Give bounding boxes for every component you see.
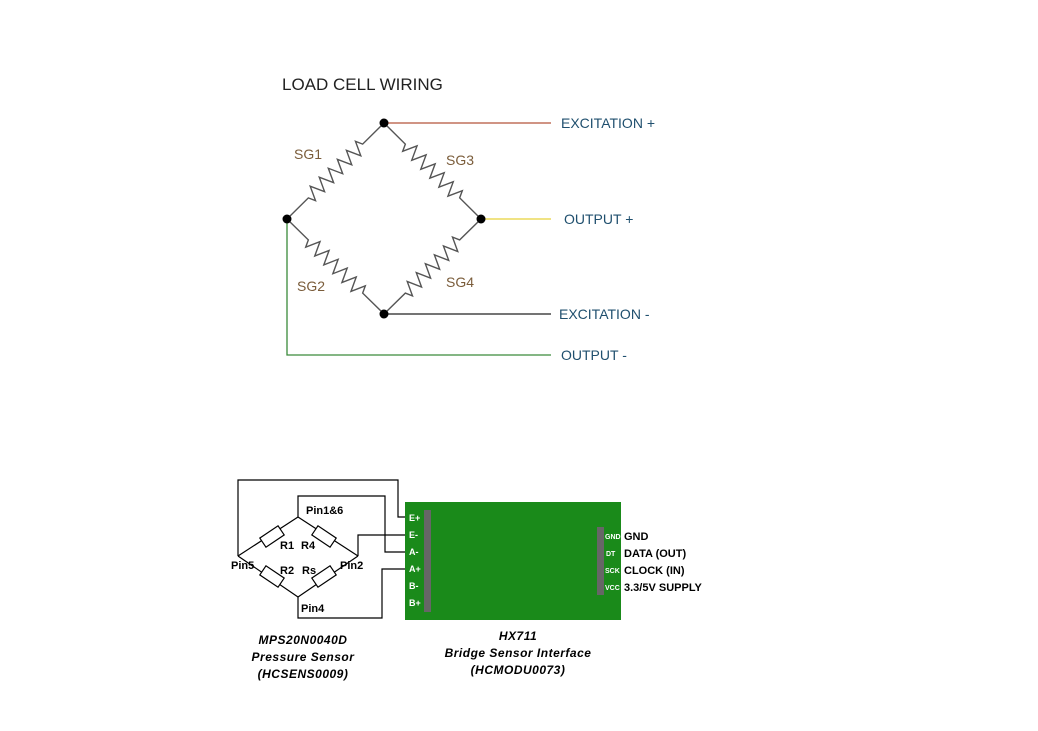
r2-resistor — [258, 564, 286, 589]
r4-resistor — [310, 524, 338, 549]
sensor-wires — [237, 479, 423, 619]
r2-label: R2 — [280, 565, 294, 577]
hx711-caption-model: HX711 — [499, 629, 537, 643]
sg4-resistor — [383, 218, 482, 315]
clock-in-label: CLOCK (IN) — [624, 565, 685, 577]
pin4-label: Pin4 — [301, 603, 325, 615]
rs-resistor — [310, 564, 338, 589]
sg1-resistor — [286, 122, 385, 220]
pin-e-plus: E+ — [409, 513, 420, 523]
input-header — [424, 510, 431, 612]
sg4-label: SG4 — [446, 274, 474, 290]
bottom-node — [379, 309, 389, 319]
pin-gnd: GND — [605, 534, 621, 541]
right-node — [476, 214, 486, 224]
pin-sck: SCK — [605, 568, 620, 575]
hx711-caption-name: Bridge Sensor Interface — [445, 646, 592, 660]
sensor-caption-model: MPS20N0040D — [259, 633, 348, 647]
pin-vcc: VCC — [605, 585, 620, 592]
hx711-diagram: R1 R4 R2 Rs Pin1&6 Pin2 Pin5 Pin4 E+ E- … — [231, 479, 703, 681]
top-node — [379, 118, 389, 128]
pin-b-minus: B- — [409, 581, 419, 591]
output-neg-label: OUTPUT - — [561, 347, 627, 363]
sensor-caption-code: (HCSENS0009) — [258, 667, 349, 681]
sg1-label: SG1 — [294, 146, 322, 162]
gnd-label: GND — [624, 531, 649, 543]
sg3-resistor — [383, 122, 482, 220]
pin-e-minus: E- — [409, 530, 418, 540]
pin5-label: Pin5 — [231, 560, 254, 572]
excitation-neg-label: EXCITATION - — [559, 306, 650, 322]
hx711-caption-code: (HCMODU0073) — [471, 663, 566, 677]
sg3-label: SG3 — [446, 152, 474, 168]
left-node — [282, 214, 292, 224]
sensor-bridge — [237, 516, 359, 598]
pin-b-plus: B+ — [409, 598, 421, 608]
pin2-label: Pin2 — [340, 560, 363, 572]
data-out-label: DATA (OUT) — [624, 548, 686, 560]
sg2-resistor — [286, 218, 385, 315]
r4-label: R4 — [301, 540, 316, 552]
load-cell-diagram: LOAD CELL WIRING SG1 SG3 SG2 SG4 EXCITAT… — [282, 75, 655, 363]
output-neg-wire — [286, 219, 551, 356]
pin-dt: DT — [606, 551, 616, 558]
r1-label: R1 — [280, 540, 294, 552]
load-cell-title: LOAD CELL WIRING — [282, 75, 443, 94]
pin-a-minus: A- — [409, 547, 419, 557]
excitation-pos-label: EXCITATION + — [561, 115, 655, 131]
sg2-label: SG2 — [297, 278, 325, 294]
sensor-caption-name: Pressure Sensor — [252, 650, 356, 664]
rs-label: Rs — [302, 565, 316, 577]
supply-label: 3.3/5V SUPPLY — [624, 582, 703, 594]
pin16-label: Pin1&6 — [306, 505, 343, 517]
output-header — [597, 527, 604, 595]
pin-a-plus: A+ — [409, 564, 421, 574]
r1-resistor — [258, 524, 286, 549]
hx711-board — [405, 502, 621, 620]
output-pos-label: OUTPUT + — [564, 211, 633, 227]
